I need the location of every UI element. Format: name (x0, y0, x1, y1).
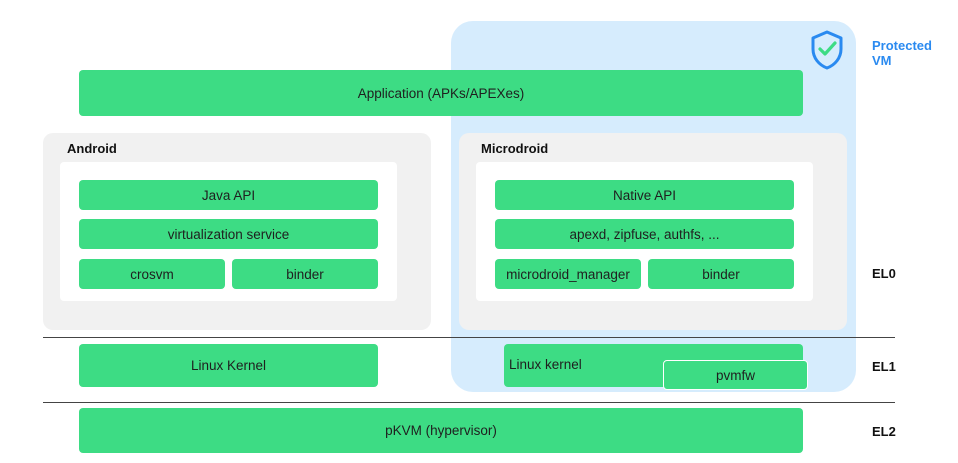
microdroid-linux-kernel-label: Linux kernel (509, 357, 582, 372)
application-box: Application (APKs/APEXes) (79, 70, 803, 116)
el1-el2-divider (43, 402, 895, 403)
protected-vm-label-line2: VM (872, 53, 892, 68)
protected-vm-label: Protected VM (872, 38, 952, 68)
el0-label: EL0 (872, 266, 896, 281)
pvmfw-box: pvmfw (663, 360, 808, 390)
protected-vm-label-line1: Protected (872, 38, 932, 53)
apexd-zipfuse-authfs-box: apexd, zipfuse, authfs, ... (495, 219, 794, 249)
el0-el1-divider (43, 337, 895, 338)
android-binder-box: binder (232, 259, 378, 289)
el1-label: EL1 (872, 359, 896, 374)
virtualization-service-box: virtualization service (79, 219, 378, 249)
microdroid-binder-box: binder (648, 259, 794, 289)
android-linux-kernel-box: Linux Kernel (79, 344, 378, 387)
crosvm-box: crosvm (79, 259, 225, 289)
native-api-box: Native API (495, 180, 794, 210)
el2-label: EL2 (872, 424, 896, 439)
shield-check-icon (810, 30, 844, 70)
pkvm-hypervisor-box: pKVM (hypervisor) (79, 408, 803, 453)
java-api-box: Java API (79, 180, 378, 210)
android-title: Android (67, 141, 117, 156)
microdroid-manager-box: microdroid_manager (495, 259, 641, 289)
microdroid-title: Microdroid (481, 141, 549, 156)
